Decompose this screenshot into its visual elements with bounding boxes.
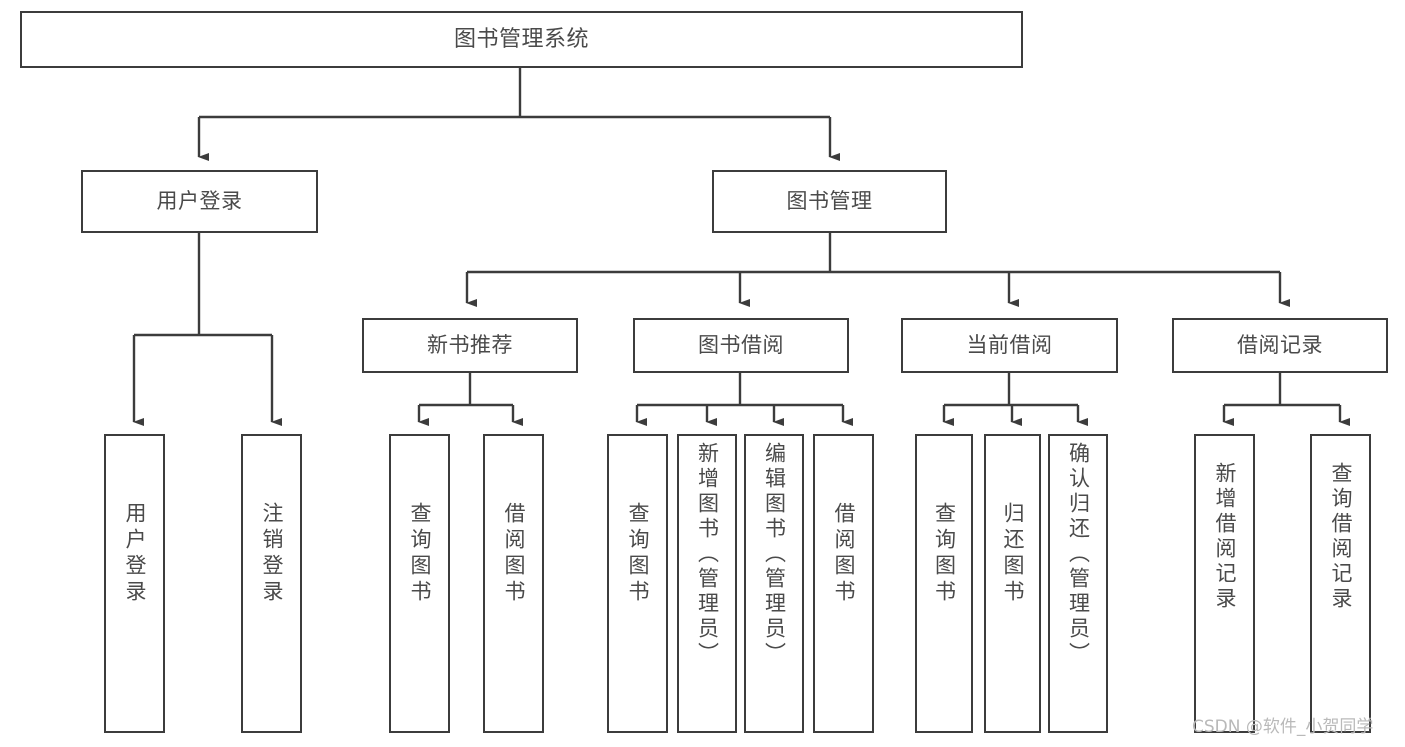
leaf-borrow-edit-book-admin[interactable]: 编辑图书（管理员） (744, 434, 804, 733)
node-new-book-recommend[interactable]: 新书推荐 (362, 318, 578, 373)
node-label: 查询借阅记录 (1329, 462, 1353, 612)
leaf-recommend-borrow-book[interactable]: 借阅图书 (483, 434, 544, 733)
node-label: 图书管理 (786, 189, 873, 214)
node-user-login[interactable]: 用户登录 (81, 170, 318, 233)
node-label: 借阅记录 (1237, 333, 1323, 358)
node-label: 归还图书 (1001, 502, 1025, 606)
leaf-borrow-add-book-admin[interactable]: 新增图书（管理员） (677, 434, 737, 733)
leaf-current-confirm-return-admin[interactable]: 确认归还（管理员） (1048, 434, 1108, 733)
leaf-user-login[interactable]: 用户登录 (104, 434, 165, 733)
csdn-watermark: CSDN @软件_小贺同学 (1192, 717, 1374, 737)
leaf-borrow-query-book[interactable]: 查询图书 (607, 434, 668, 733)
leaf-current-return-book[interactable]: 归还图书 (984, 434, 1041, 733)
node-label: 用户登录 (156, 189, 243, 214)
leaf-recommend-query-book[interactable]: 查询图书 (389, 434, 450, 733)
leaf-current-query-book[interactable]: 查询图书 (915, 434, 973, 733)
node-label: 新增借阅记录 (1213, 462, 1237, 612)
node-label: 新书推荐 (427, 333, 513, 358)
leaf-record-add-borrow-record[interactable]: 新增借阅记录 (1194, 434, 1255, 733)
leaf-user-logout[interactable]: 注销登录 (241, 434, 302, 733)
node-label: 查询图书 (932, 502, 957, 606)
node-label: 查询图书 (408, 502, 432, 606)
node-label: 查询图书 (626, 502, 650, 606)
node-label: 编辑图书（管理员） (762, 442, 787, 667)
node-label: 注销登录 (260, 502, 284, 606)
node-book-manage[interactable]: 图书管理 (712, 170, 947, 233)
node-label: 借阅图书 (832, 502, 856, 606)
node-label: 确认归还（管理员） (1066, 442, 1091, 667)
node-book-borrow[interactable]: 图书借阅 (633, 318, 849, 373)
node-label: 借阅图书 (502, 502, 526, 606)
node-label: 当前借阅 (966, 333, 1053, 358)
leaf-record-query-borrow-record[interactable]: 查询借阅记录 (1310, 434, 1371, 733)
node-label: 图书借阅 (698, 333, 784, 358)
node-label: 图书管理系统 (453, 26, 589, 52)
node-borrow-record[interactable]: 借阅记录 (1172, 318, 1388, 373)
node-label: 用户登录 (123, 502, 147, 606)
node-root-system[interactable]: 图书管理系统 (20, 11, 1023, 68)
node-current-borrow[interactable]: 当前借阅 (901, 318, 1118, 373)
leaf-borrow-borrow-book[interactable]: 借阅图书 (813, 434, 874, 733)
node-label: 新增图书（管理员） (695, 442, 720, 667)
